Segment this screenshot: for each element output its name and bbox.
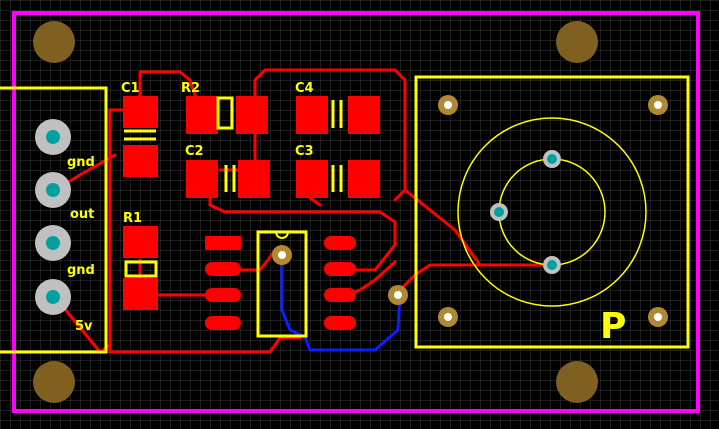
pad-ic-1 xyxy=(205,236,241,250)
pad-c2-1 xyxy=(186,160,218,198)
vias[interactable] xyxy=(272,245,408,305)
pin-label-gnd-bottom: gnd xyxy=(67,263,95,278)
mounting-hole-icon[interactable] xyxy=(33,21,75,63)
designator-r2: R2 xyxy=(181,81,200,96)
connector-outline[interactable] xyxy=(0,86,108,354)
ic-pin1-notch xyxy=(275,231,289,239)
pad-c3-2 xyxy=(348,160,380,198)
pin-label-5v: 5v xyxy=(75,319,93,334)
potentiometer-outline[interactable] xyxy=(414,75,690,349)
pad-c2-2 xyxy=(238,160,270,198)
pin-label-out: out xyxy=(70,207,94,222)
pad-r2-1 xyxy=(186,96,218,134)
mounting-hole-icon[interactable] xyxy=(33,361,75,403)
pad-c1-2 xyxy=(123,145,158,177)
pad-r1-2 xyxy=(123,278,158,310)
silkscreen-layer xyxy=(0,75,690,354)
mounting-hole-icon[interactable] xyxy=(556,361,598,403)
pad-r1-1 xyxy=(123,226,158,258)
pad-ic-5 xyxy=(324,316,356,330)
board-outline[interactable] xyxy=(12,11,700,413)
connector-pins[interactable] xyxy=(35,119,71,315)
ic-outline[interactable] xyxy=(256,230,308,338)
pad-ic-7 xyxy=(324,262,356,276)
pad-ic-8 xyxy=(324,236,356,250)
smd-pads[interactable] xyxy=(123,96,380,330)
pin-label-gnd-top: gnd xyxy=(67,155,95,170)
pad-ic-3 xyxy=(205,288,241,302)
pad-ic-4 xyxy=(205,316,241,330)
designator-r1: R1 xyxy=(123,211,142,226)
component-body-marks xyxy=(124,96,343,278)
pad-r2-2 xyxy=(236,96,268,134)
pad-c4-2 xyxy=(348,96,380,134)
pad-c4-1 xyxy=(296,96,328,134)
pad-c1-1 xyxy=(123,96,158,128)
bottom-copper-traces[interactable] xyxy=(280,253,402,352)
designator-c4: C4 xyxy=(295,81,314,96)
pad-ic-6 xyxy=(324,288,356,302)
designator-c3: C3 xyxy=(295,144,314,159)
pot-pins[interactable] xyxy=(438,95,668,327)
pot-outer-circle xyxy=(457,117,647,307)
pad-ic-2 xyxy=(205,262,241,276)
pad-c3-1 xyxy=(296,160,328,198)
r1-body xyxy=(124,260,158,278)
designator-c2: C2 xyxy=(185,144,204,159)
designator-c1: C1 xyxy=(121,81,140,96)
mounting-hole-icon[interactable] xyxy=(556,21,598,63)
r2-body xyxy=(216,96,234,130)
pot-marker-label: P xyxy=(600,306,626,347)
